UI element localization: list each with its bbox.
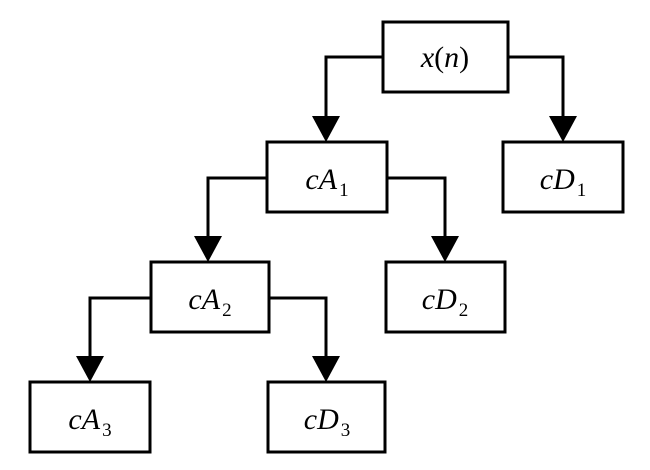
edge-root-to-ca1: [324, 55, 383, 122]
edge-root-to-cd1: [508, 55, 565, 122]
svg-text:cA1: cA1: [305, 163, 348, 201]
svg-text:cA2: cA2: [188, 283, 231, 321]
svg-text:cD3: cD3: [304, 403, 350, 441]
svg-text:cD2: cD2: [422, 283, 468, 321]
arrowhead-ca1: [312, 116, 340, 142]
arrowhead-cd1: [549, 116, 577, 142]
edge-ca1-to-ca2: [206, 176, 267, 242]
svg-text:cA3: cA3: [68, 403, 111, 441]
arrowhead-cd2: [431, 236, 459, 262]
arrowhead-ca2: [194, 236, 222, 262]
node-root: x(n): [381, 20, 510, 94]
edge-ca2-to-cd3: [269, 296, 328, 362]
svg-text:cD1: cD1: [540, 163, 586, 201]
svg-text:x(n): x(n): [420, 41, 469, 74]
arrowhead-ca3: [76, 356, 104, 382]
arrowhead-cd3: [312, 356, 340, 382]
edge-ca1-to-cd2: [387, 176, 447, 242]
edge-ca2-to-ca3: [88, 296, 151, 362]
